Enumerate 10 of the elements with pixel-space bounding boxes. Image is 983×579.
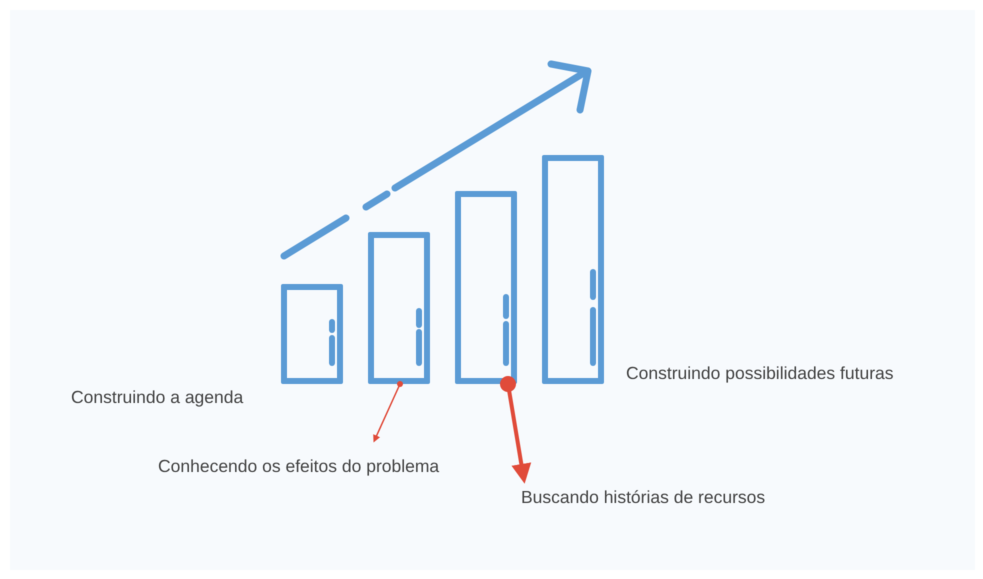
step-label: Construindo a agenda (71, 386, 271, 408)
arrow (373, 381, 403, 442)
bar (281, 284, 343, 384)
bar (542, 155, 604, 384)
step-label: Construindo possibilidades futuras (626, 362, 936, 384)
step-label: Conhecendo os efeitos do problema (158, 455, 488, 477)
step-label: Buscando histórias de recursos (521, 486, 811, 508)
arrow (500, 376, 532, 484)
bar (368, 232, 430, 384)
bar (455, 191, 517, 384)
